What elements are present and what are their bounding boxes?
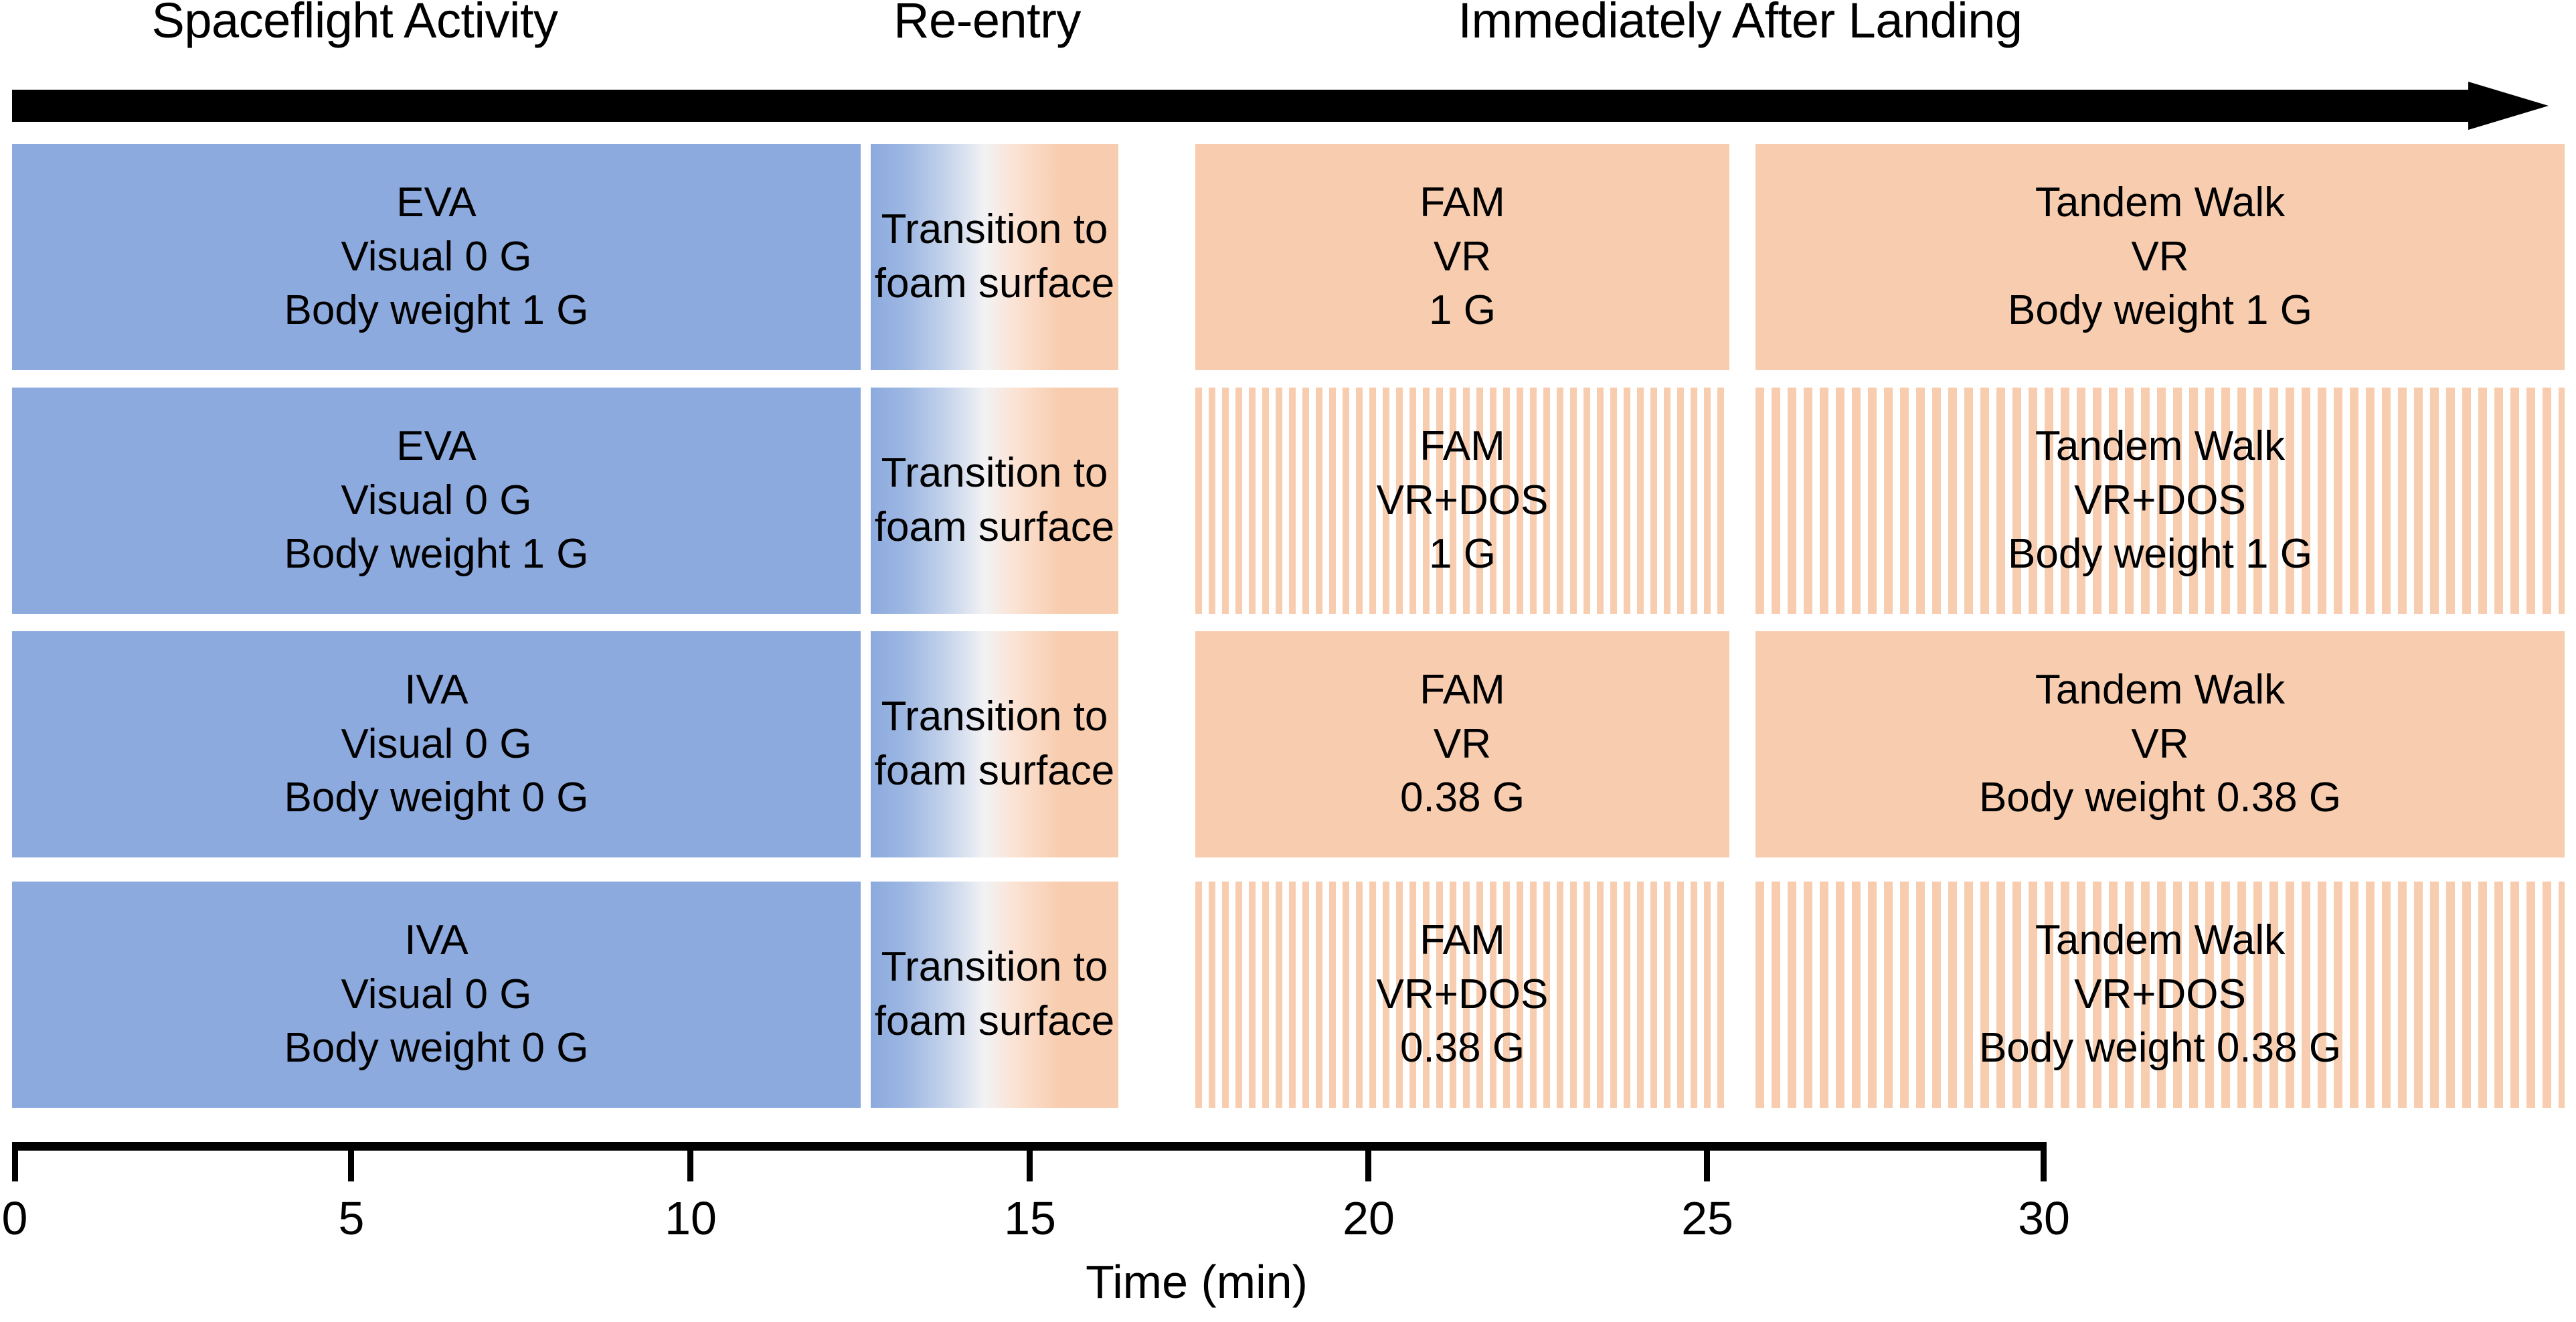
- block-line: Visual 0 G: [341, 477, 532, 523]
- block-line: EVA: [396, 423, 477, 470]
- tandem-walk-vr-dos-038g-block[interactable]: Tandem Walk VR+DOS Body weight 0.38 G: [1755, 882, 2565, 1108]
- fam-vr-dos-038g-block[interactable]: FAM VR+DOS 0.38 G: [1195, 882, 1729, 1108]
- iva-0g-block[interactable]: IVA Visual 0 G Body weight 0 G: [12, 882, 861, 1108]
- block-line: IVA: [404, 917, 468, 964]
- block-line: EVA: [396, 179, 477, 226]
- block-line: FAM: [1420, 423, 1505, 470]
- block-line: Body weight 0 G: [284, 774, 589, 821]
- block-line: FAM: [1420, 667, 1505, 714]
- block-line: Tandem Walk: [2035, 423, 2286, 470]
- iva-0g-block[interactable]: IVA Visual 0 G Body weight 0 G: [12, 631, 861, 857]
- axis-tick-15: [1027, 1151, 1033, 1181]
- transition-block[interactable]: Transition to foam surface: [871, 882, 1118, 1108]
- axis-tick-label-30: 30: [2018, 1192, 2070, 1244]
- block-line: FAM: [1420, 179, 1505, 226]
- eva-1g-block[interactable]: EVA Visual 0 G Body weight 1 G: [12, 144, 861, 370]
- block-line: Body weight 1 G: [2008, 287, 2312, 334]
- block-line: Tandem Walk: [2035, 179, 2286, 226]
- phase-label-text: Re-entry: [893, 0, 1081, 48]
- axis-tick-25: [1704, 1151, 1710, 1181]
- axis-title-text: Time (min): [1086, 1256, 1308, 1308]
- fam-vr-dos-1g-block[interactable]: FAM VR+DOS 1 G: [1195, 388, 1729, 614]
- block-line: foam surface: [874, 998, 1115, 1044]
- block-line: Transition to: [881, 206, 1108, 253]
- transition-block[interactable]: Transition to foam surface: [871, 144, 1118, 370]
- axis-tick-5: [348, 1151, 354, 1181]
- fam-vr-1g-block[interactable]: FAM VR 1 G: [1195, 144, 1729, 370]
- axis-tick-label-25: 25: [1681, 1192, 1733, 1244]
- block-line: VR+DOS: [1376, 971, 1549, 1017]
- block-line: Body weight 0.38 G: [1978, 1025, 2342, 1072]
- block-line: foam surface: [874, 748, 1115, 794]
- axis-tick-label-10: 10: [665, 1192, 717, 1244]
- axis-tick-label-15: 15: [1004, 1192, 1056, 1244]
- axis-tick-label-20: 20: [1343, 1192, 1395, 1244]
- timeline-arrow: [12, 82, 2549, 130]
- axis-line: [12, 1142, 2047, 1151]
- block-line: Visual 0 G: [341, 233, 532, 280]
- block-line: Body weight 0.38 G: [1978, 774, 2342, 821]
- block-line: Tandem Walk: [2035, 917, 2286, 964]
- axis-tick-20: [1365, 1151, 1371, 1181]
- block-line: Body weight 1 G: [284, 287, 589, 334]
- axis-tick-label-5: 5: [338, 1192, 365, 1244]
- transition-block[interactable]: Transition to foam surface: [871, 388, 1118, 614]
- block-line: Visual 0 G: [341, 720, 532, 767]
- transition-block[interactable]: Transition to foam surface: [871, 631, 1118, 857]
- protocol-block-grid: EVA Visual 0 G Body weight 1 G Transitio…: [12, 144, 2565, 1108]
- fam-vr-038g-block[interactable]: FAM VR 0.38 G: [1195, 631, 1729, 857]
- axis-title: Time (min): [1029, 1258, 1364, 1305]
- block-line: Transition to: [881, 450, 1108, 497]
- phase-label-spaceflight-activity: Spaceflight Activity: [0, 0, 709, 46]
- axis-tick-label-0: 0: [1, 1192, 28, 1244]
- eva-1g-block[interactable]: EVA Visual 0 G Body weight 1 G: [12, 388, 861, 614]
- block-line: VR: [1433, 233, 1492, 280]
- block-line: Tandem Walk: [2035, 667, 2286, 714]
- phase-label-text: Immediately After Landing: [1458, 0, 2023, 48]
- axis-tick-10: [687, 1151, 693, 1181]
- block-line: FAM: [1420, 917, 1505, 964]
- block-line: Body weight 1 G: [2008, 531, 2312, 578]
- axis-tick-0: [12, 1151, 18, 1181]
- phase-label-re-entry: Re-entry: [806, 0, 1168, 46]
- block-line: VR+DOS: [2074, 971, 2246, 1017]
- block-line: foam surface: [874, 504, 1115, 550]
- block-line: VR+DOS: [1376, 477, 1549, 523]
- tandem-walk-vr-1g-block[interactable]: Tandem Walk VR Body weight 1 G: [1755, 144, 2565, 370]
- block-line: 1 G: [1429, 531, 1496, 578]
- tandem-walk-vr-038g-block[interactable]: Tandem Walk VR Body weight 0.38 G: [1755, 631, 2565, 857]
- block-line: foam surface: [874, 260, 1115, 307]
- block-line: VR: [2131, 233, 2189, 280]
- block-line: VR: [2131, 720, 2189, 767]
- block-line: VR: [1433, 720, 1492, 767]
- phase-label-text: Spaceflight Activity: [151, 0, 558, 48]
- axis-tick-30: [2041, 1151, 2047, 1181]
- block-line: Transition to: [881, 944, 1108, 991]
- block-line: 1 G: [1429, 287, 1496, 334]
- block-line: Visual 0 G: [341, 971, 532, 1017]
- block-line: 0.38 G: [1399, 774, 1525, 821]
- block-line: Transition to: [881, 693, 1108, 740]
- block-line: IVA: [404, 667, 468, 714]
- time-axis: [12, 1142, 2047, 1189]
- block-line: VR+DOS: [2074, 477, 2246, 523]
- block-line: Body weight 0 G: [284, 1025, 589, 1072]
- block-line: Body weight 1 G: [284, 531, 589, 578]
- block-line: 0.38 G: [1399, 1025, 1525, 1072]
- phase-label-immediately-after-landing: Immediately After Landing: [1198, 0, 2282, 46]
- tandem-walk-vr-dos-1g-block[interactable]: Tandem Walk VR+DOS Body weight 1 G: [1755, 388, 2565, 614]
